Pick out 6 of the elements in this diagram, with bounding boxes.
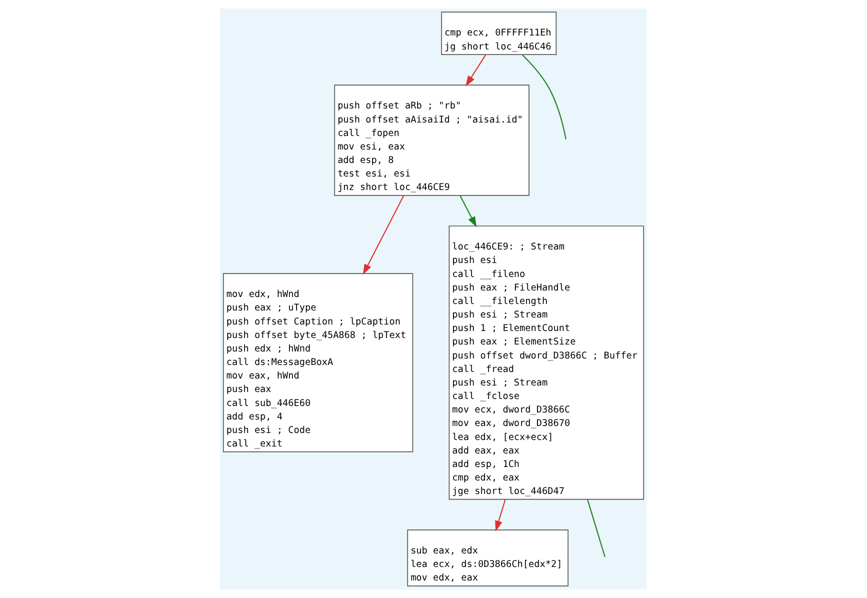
connector xyxy=(522,54,566,140)
arrow xyxy=(460,195,477,228)
arrow xyxy=(495,499,506,532)
arrow xyxy=(466,54,486,86)
arrow xyxy=(362,195,404,275)
connector xyxy=(587,499,606,558)
